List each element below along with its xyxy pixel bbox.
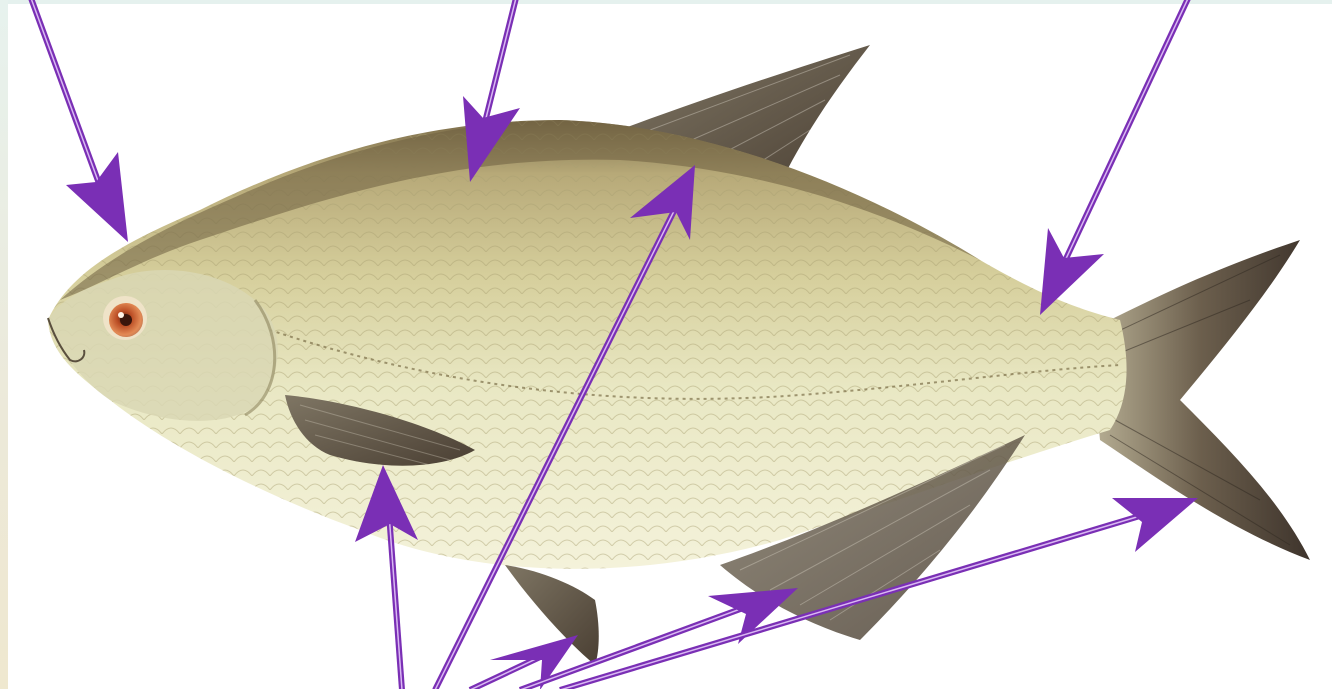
arrow-to-pelvic-fin: [470, 635, 578, 689]
arrow-to-head: [28, 0, 128, 242]
gill-cover: [48, 270, 278, 421]
arrow-to-caudal-peduncle: [1040, 0, 1192, 315]
